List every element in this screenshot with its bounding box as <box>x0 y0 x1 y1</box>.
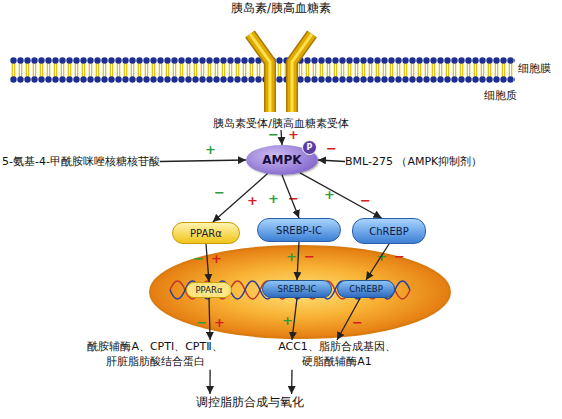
regulation-sign: + <box>214 316 225 331</box>
annotation-label: 细胞质 <box>484 90 517 103</box>
regulation-sign: + <box>376 250 387 265</box>
node-text: 调控脂肪合成与氧化 <box>196 395 304 409</box>
arrow-connector <box>209 370 210 394</box>
activator-label: 5-氨基-4-甲酰胺咪唑核糖核苷酸 <box>2 155 160 168</box>
nuclear-factor: ChREBP <box>337 280 395 298</box>
regulation-sign: − <box>360 194 371 209</box>
node-text: ChREBP <box>369 226 408 237</box>
node-text: SREBP-ⅠC <box>278 284 317 294</box>
regulation-sign: + <box>288 128 299 143</box>
target-genes: ACC1、脂肪合成基因、 硬脂酰辅酶A1 <box>262 340 412 370</box>
regulation-sign: − <box>304 250 315 265</box>
arrow-connector <box>292 298 297 340</box>
node-text: PPARα <box>190 228 222 239</box>
node-text: AMPK <box>262 153 301 167</box>
arrow-connector <box>206 244 209 282</box>
regulation-sign: + <box>282 314 293 329</box>
nucleus <box>150 246 450 338</box>
arrow-connector <box>213 174 268 223</box>
receptor: 胰岛素受体/胰高血糖素受体 <box>190 28 372 130</box>
regulation-sign: + <box>324 188 335 203</box>
regulation-sign: − <box>288 192 299 207</box>
dna-strand <box>170 281 410 299</box>
node-text: ChREBP <box>349 284 383 294</box>
phosphate-circle: P <box>302 140 317 155</box>
factor-pill: PPARα <box>172 222 240 244</box>
regulation-sign: − <box>326 142 337 157</box>
regulation-sign: − <box>352 316 363 331</box>
receptor-shape <box>190 28 372 130</box>
arrow-connector <box>366 244 389 280</box>
annotation-label: 细胞膜 <box>518 63 551 76</box>
node-text: BML-275 （AMPK抑制剂） <box>345 155 482 168</box>
node-text: 5-氨基-4-甲酰胺咪唑核糖核苷酸 <box>2 155 160 168</box>
node-text: 胰岛素受体/胰高血糖素受体 <box>190 117 372 130</box>
node-text: ACC1、脂肪合成基因、 硬脂酰辅酶A1 <box>278 340 396 368</box>
regulation-sign: + <box>211 252 222 267</box>
arrow-connector <box>282 175 299 218</box>
regulation-sign: − <box>394 250 405 265</box>
arrow-connector <box>337 298 360 340</box>
outcome-label: 调控脂肪合成与氧化 <box>170 394 330 410</box>
arrow-connector <box>291 370 293 394</box>
arrow-connector <box>281 130 282 145</box>
regulation-sign: + <box>268 192 279 207</box>
regulation-sign: − <box>268 128 279 143</box>
node-text: SREBP-ⅠC <box>276 225 322 236</box>
factor-pill: ChREBP <box>352 218 426 244</box>
regulation-sign: − <box>193 252 204 267</box>
node-text: 酰胺辅酶A、CPTⅠ、CPTⅡ、 肝脏脂肪酸结合蛋白 <box>87 340 222 368</box>
arrow-connector <box>297 242 299 280</box>
inhibitor-label: BML-275 （AMPK抑制剂） <box>345 155 482 168</box>
arrow-connector <box>318 160 345 162</box>
node-text: PPARα <box>195 285 222 295</box>
dna-strand <box>170 281 410 299</box>
regulation-sign: + <box>205 143 216 158</box>
arrow-connector <box>300 173 382 218</box>
nuclear-factor: SREBP-ⅠC <box>262 280 332 298</box>
target-genes: 酰胺辅酶A、CPTⅠ、CPTⅡ、 肝脏脂肪酸结合蛋白 <box>60 340 250 370</box>
factor-pill: SREBP-ⅠC <box>257 218 341 242</box>
regulation-sign: − <box>214 186 225 201</box>
regulation-sign: + <box>286 250 297 265</box>
arrow-connector <box>160 160 246 162</box>
arrow-connector <box>209 298 210 340</box>
regulation-sign: − <box>196 316 207 331</box>
node-text: P <box>307 143 313 152</box>
nuclear-factor: PPARα <box>186 282 232 298</box>
annotation-label: 胰岛素/胰高血糖素 <box>201 2 361 16</box>
kinase-ellipse: AMPK P <box>246 145 318 175</box>
regulation-sign: + <box>247 194 258 209</box>
